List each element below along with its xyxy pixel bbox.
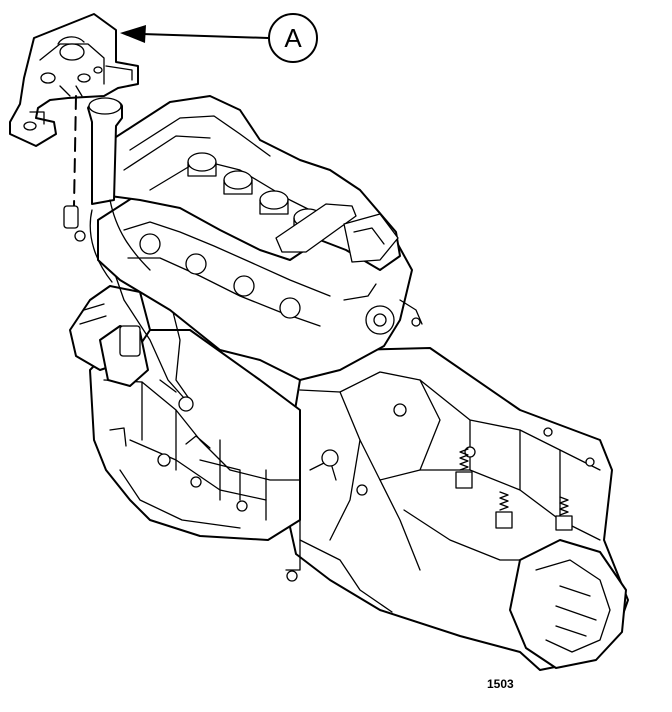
cylinder-head — [63, 95, 423, 381]
figure-reference-number: 1503 — [487, 677, 514, 691]
selector-springs — [455, 448, 573, 531]
intake-manifold — [69, 259, 194, 412]
callout-leader-line — [141, 33, 269, 39]
callout-a: A — [120, 13, 318, 63]
callout-label: A — [284, 23, 302, 53]
alignment-dashed-line — [73, 95, 77, 207]
callout-arrowhead — [120, 25, 146, 43]
engine-block — [89, 329, 301, 541]
engine-mount — [9, 13, 139, 147]
callout-circle — [268, 13, 318, 63]
gearbox — [283, 347, 629, 671]
